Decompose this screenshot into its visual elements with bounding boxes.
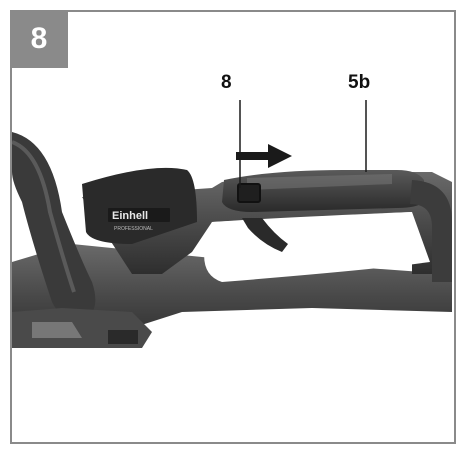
figure-number-badge: 8 xyxy=(10,10,68,68)
arrow-right-icon xyxy=(236,144,292,168)
figure-frame: Einhell PROFESSIONAL 8 5b xyxy=(10,10,456,444)
callout-handle-label: 5b xyxy=(348,72,371,93)
brand-logo-subtext: PROFESSIONAL xyxy=(114,226,153,232)
callout-switch-label: 8 xyxy=(221,72,232,93)
hedge-trimmer-photo: Einhell PROFESSIONAL xyxy=(12,100,452,348)
brand-logo-text: Einhell xyxy=(112,210,148,222)
